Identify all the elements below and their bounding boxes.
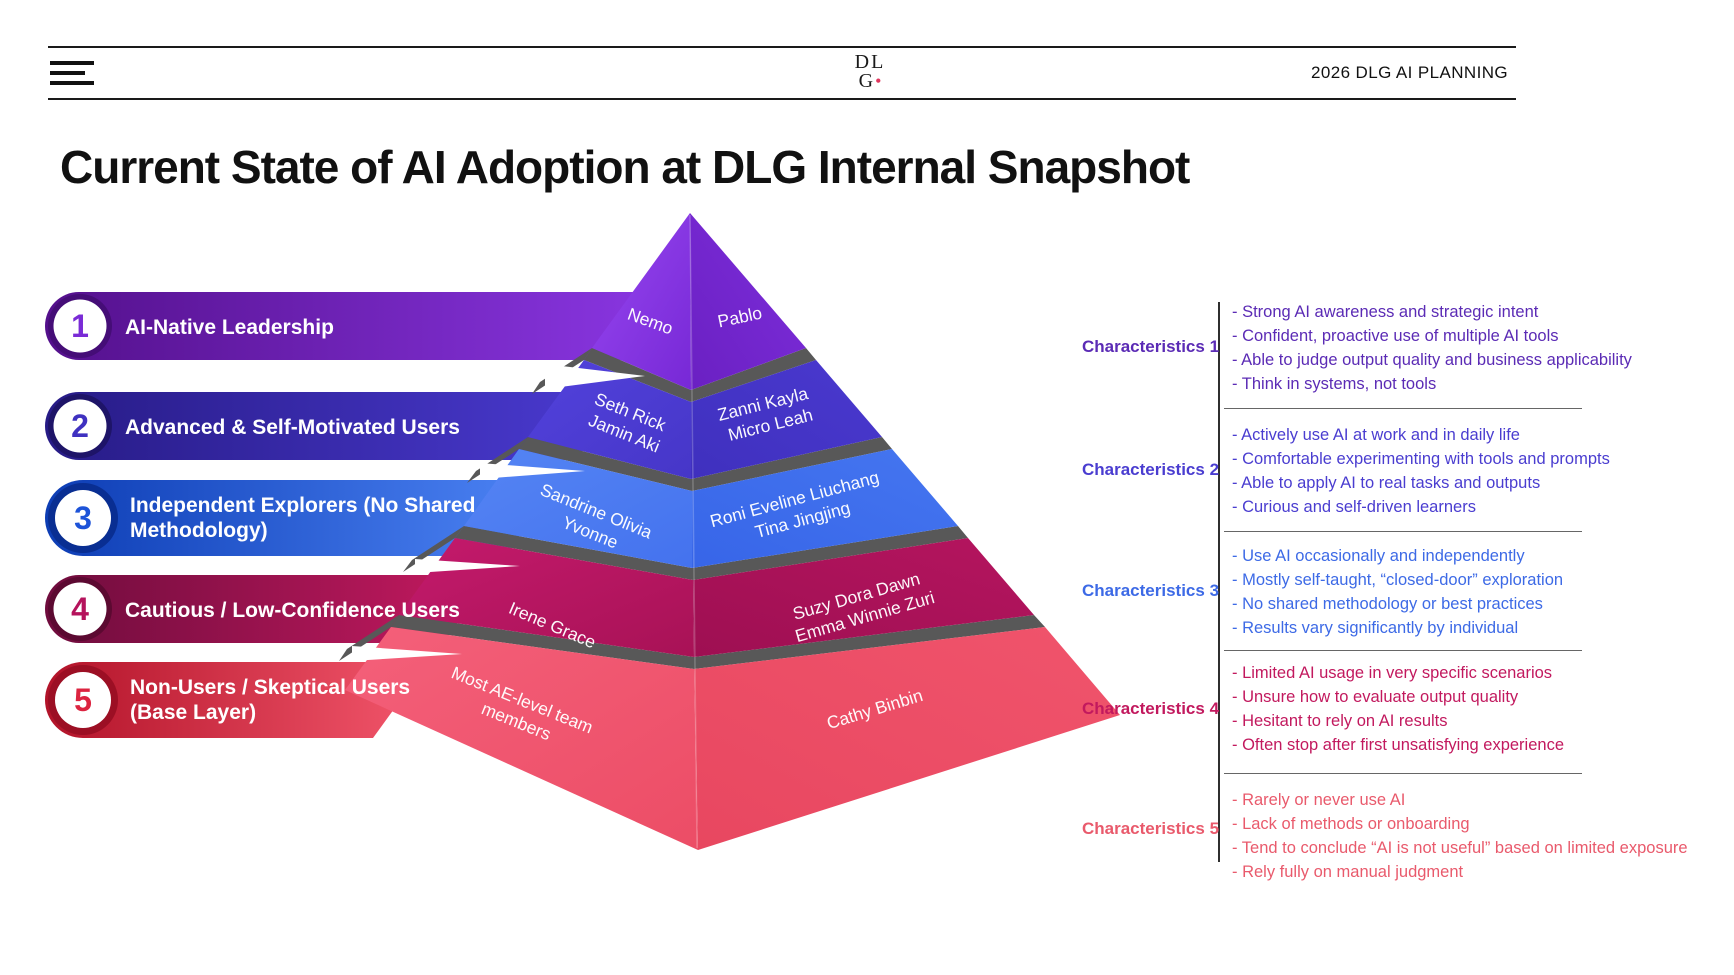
page-title: Current State of AI Adoption at DLG Inte… [60, 141, 1190, 193]
pill-label-2: Advanced & Self-Motivated Users [125, 416, 460, 439]
characteristics-5-list: - Rarely or never use AI - Lack of metho… [1232, 788, 1688, 884]
bullet: - Mostly self-taught, “closed-door” expl… [1232, 571, 1564, 589]
ribbon-level-3 [45, 480, 560, 556]
bullet: - Hesitant to rely on AI results [1232, 712, 1448, 730]
bullet: - Confident, proactive use of multiple A… [1232, 327, 1559, 345]
badge-circle-5 [55, 672, 111, 728]
bullet: - Comfortable experimenting with tools a… [1232, 450, 1610, 468]
badge-number-3: 3 [74, 500, 92, 536]
pyramid-face-2-right [691, 360, 882, 479]
badge-number-2: 2 [71, 408, 89, 444]
badge-circle-1 [53, 299, 107, 353]
bullet: - Curious and self-driven learners [1232, 498, 1476, 516]
characteristics-1-label: Characteristics 1 [1082, 337, 1220, 356]
arrow-notch-1 [545, 364, 645, 389]
characteristics-2-list: - Actively use AI at work and in daily l… [1232, 423, 1610, 519]
pill-label-4: Cautious / Low-Confidence Users [125, 599, 460, 622]
pyramid-face-2-left [528, 360, 691, 479]
characteristics-3-label: Characteristics 3 [1082, 581, 1220, 600]
badge-circle-4 [53, 582, 107, 636]
pill-label-5: Non-Users / Skeptical Users (Base Layer) [130, 676, 416, 724]
characteristics-separator-4 [1224, 773, 1582, 774]
badge-number-4: 4 [71, 591, 89, 627]
pyramid-face-3-right [692, 449, 958, 568]
bullet: - Limited AI usage in very specific scen… [1232, 664, 1553, 682]
characteristics-separator-3 [1224, 650, 1582, 651]
dlg-logo: DL G• [840, 51, 900, 92]
bullet: - Actively use AI at work and in daily l… [1232, 426, 1520, 444]
logo-line1: DL [854, 51, 886, 73]
pyramid-face-5-left [345, 627, 698, 850]
characteristics-separator-1 [1224, 408, 1582, 409]
header-top-rule [48, 46, 1516, 48]
header-right-text: 2026 DLG AI PLANNING [1311, 63, 1508, 82]
ribbon-level-2 [45, 392, 625, 460]
arrow-notch-2 [480, 463, 585, 479]
characteristics-3-list: - Use AI occasionally and independently … [1232, 544, 1563, 640]
bullet: - No shared methodology or best practice… [1232, 595, 1543, 613]
ribbon-level-5 [45, 662, 428, 738]
gap-strip-4 [391, 615, 1045, 669]
bullet: - Often stop after first unsatisfying ex… [1232, 736, 1564, 754]
bullet: - Able to judge output quality and busin… [1232, 351, 1632, 369]
hamburger-menu-icon[interactable] [50, 61, 96, 89]
bullet: - Able to apply AI to real tasks and out… [1232, 474, 1541, 492]
gap-strip-2 [519, 437, 892, 491]
bullet: - Rely fully on manual judgment [1232, 863, 1464, 881]
pill-label-1: AI-Native Leadership [125, 316, 334, 339]
arrow-notch-3 [415, 559, 520, 573]
pill-label-3: Independent Explorers (No Shared Methodo… [130, 494, 481, 542]
characteristics-1-list: - Strong AI awareness and strategic inte… [1232, 300, 1632, 396]
pyramid-face-1-left [592, 213, 691, 390]
bullet: - Rarely or never use AI [1232, 791, 1406, 809]
bullet: - Lack of methods or onboarding [1232, 815, 1470, 833]
pyramid-face-1-right [690, 213, 806, 390]
logo-dot: • [875, 71, 882, 91]
pyramid-face-5-right [694, 627, 1120, 850]
arrow-notch-4 [352, 646, 462, 661]
bullet: - Strong AI awareness and strategic inte… [1232, 303, 1539, 321]
badge-circle-3 [55, 490, 111, 546]
pyramid-face-3-left [464, 449, 692, 568]
characteristics-5-label: Characteristics 5 [1082, 819, 1220, 838]
ribbon-level-1 [45, 292, 690, 360]
characteristics-4-label: Characteristics 4 [1082, 699, 1220, 718]
header-bottom-rule [48, 98, 1516, 100]
characteristics-divider-line [1218, 302, 1220, 862]
bullet: - Tend to conclude “AI is not useful” ba… [1232, 839, 1688, 857]
bullet: - Results vary significantly by individu… [1232, 619, 1519, 637]
gap-strip-3 [455, 526, 968, 580]
characteristics-separator-2 [1224, 531, 1582, 532]
logo-line2: G [858, 70, 876, 92]
badge-circle-2 [53, 399, 107, 453]
bullet: - Use AI occasionally and independently [1232, 547, 1525, 565]
pyramid-ridge-line [689, 214, 698, 849]
bullet: - Unsure how to evaluate output quality [1232, 688, 1519, 706]
bullet: - Think in systems, not tools [1232, 375, 1437, 393]
ribbon-level-4 [45, 575, 492, 643]
pyramid-face-4-right [693, 538, 1034, 657]
badge-number-5: 5 [74, 682, 92, 718]
badge-number-1: 1 [71, 308, 89, 344]
characteristics-2-label: Characteristics 2 [1082, 460, 1220, 479]
characteristics-4-list: - Limited AI usage in very specific scen… [1232, 661, 1564, 757]
